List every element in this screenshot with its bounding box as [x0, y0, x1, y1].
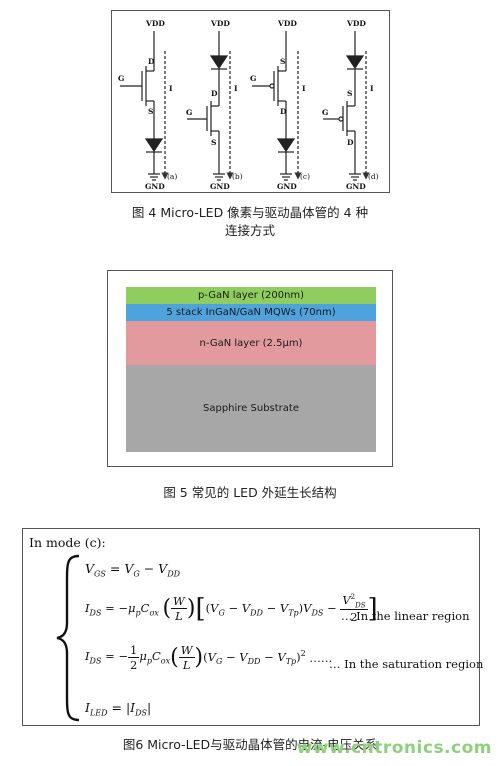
drain-label-a: D [148, 57, 155, 66]
gnd-label-b: GND [210, 182, 230, 191]
linear-region-label: … In the linear region [341, 609, 470, 623]
drain-label-b: D [211, 89, 218, 98]
sapphire-substrate: Sapphire Substrate [126, 365, 376, 452]
watermark: www.cntronics.com [296, 738, 492, 758]
gnd-label-d: GND [346, 182, 366, 191]
panel-label-d: (d) [368, 172, 379, 181]
panel-label-c: (c) [300, 172, 310, 181]
gate-label-c: G [250, 74, 256, 83]
vdd-label-d: VDD [346, 19, 366, 28]
n-gan-layer: n-GaN layer (2.5μm) [126, 321, 376, 365]
gate-label-a: G [118, 74, 124, 83]
equation-vgs: VGS = VG − VDD [85, 561, 181, 579]
mode-label: In mode (c): [29, 535, 106, 550]
source-label-a: S [148, 107, 153, 116]
current-label-b: I [234, 84, 238, 93]
gnd-label-a: GND [145, 182, 165, 191]
source-label-d: S [347, 89, 352, 98]
fig5-frame: p-GaN layer (200nm) 5 stack InGaN/GaN MQ… [107, 270, 393, 467]
saturation-dots: …… [309, 650, 333, 665]
fig4-caption-line2: 连接方式 [224, 223, 275, 238]
panel-label-b: (b) [232, 172, 243, 181]
fig5-caption: 图 5 常见的 LED 外延生长结构 [163, 485, 337, 500]
current-label-d: I [370, 84, 374, 93]
vdd-label-b: VDD [210, 19, 230, 28]
layer-stack: p-GaN layer (200nm) 5 stack InGaN/GaN MQ… [126, 287, 376, 452]
p-gan-layer: p-GaN layer (200nm) [126, 287, 376, 304]
gate-label-d: G [322, 108, 328, 117]
drain-label-c: D [280, 107, 287, 116]
drain-label-d: D [347, 138, 354, 147]
current-label-c: I [302, 84, 306, 93]
fig4-caption-line1: 图 4 Micro-LED 像素与驱动晶体管的 4 种 [131, 205, 369, 220]
gate-label-b: G [186, 108, 192, 117]
saturation-region-label: … In the saturation region [329, 657, 484, 671]
fig4-circuits: VDD G D S I GND (a) VDD G D S I GND (b) … [118, 19, 379, 191]
fig4-caption: 图 4 Micro-LED 像素与驱动晶体管的 4 种 连接方式 [0, 204, 500, 240]
gnd-label-c: GND [277, 182, 297, 191]
fig6-frame: In mode (c): VGS = VG − VDD IDS = −μpCox… [22, 528, 484, 726]
source-label-b: S [211, 138, 216, 147]
source-label-c: S [280, 57, 285, 66]
vdd-label-c: VDD [277, 19, 297, 28]
fig4-frame: VDD G D S I GND (a) VDD G D S I GND (b) … [111, 10, 390, 193]
fig6-caption: 图6 Micro-LED与驱动晶体管的电流-电压关系 [122, 737, 378, 752]
vdd-label-a: VDD [145, 19, 165, 28]
panel-label-a: (a) [167, 172, 177, 181]
current-label-a: I [169, 84, 173, 93]
equation-iled: ILED = |IDS| [85, 700, 152, 718]
mqw-layer: 5 stack InGaN/GaN MQWs (70nm) [126, 304, 376, 321]
curly-brace [56, 554, 80, 722]
